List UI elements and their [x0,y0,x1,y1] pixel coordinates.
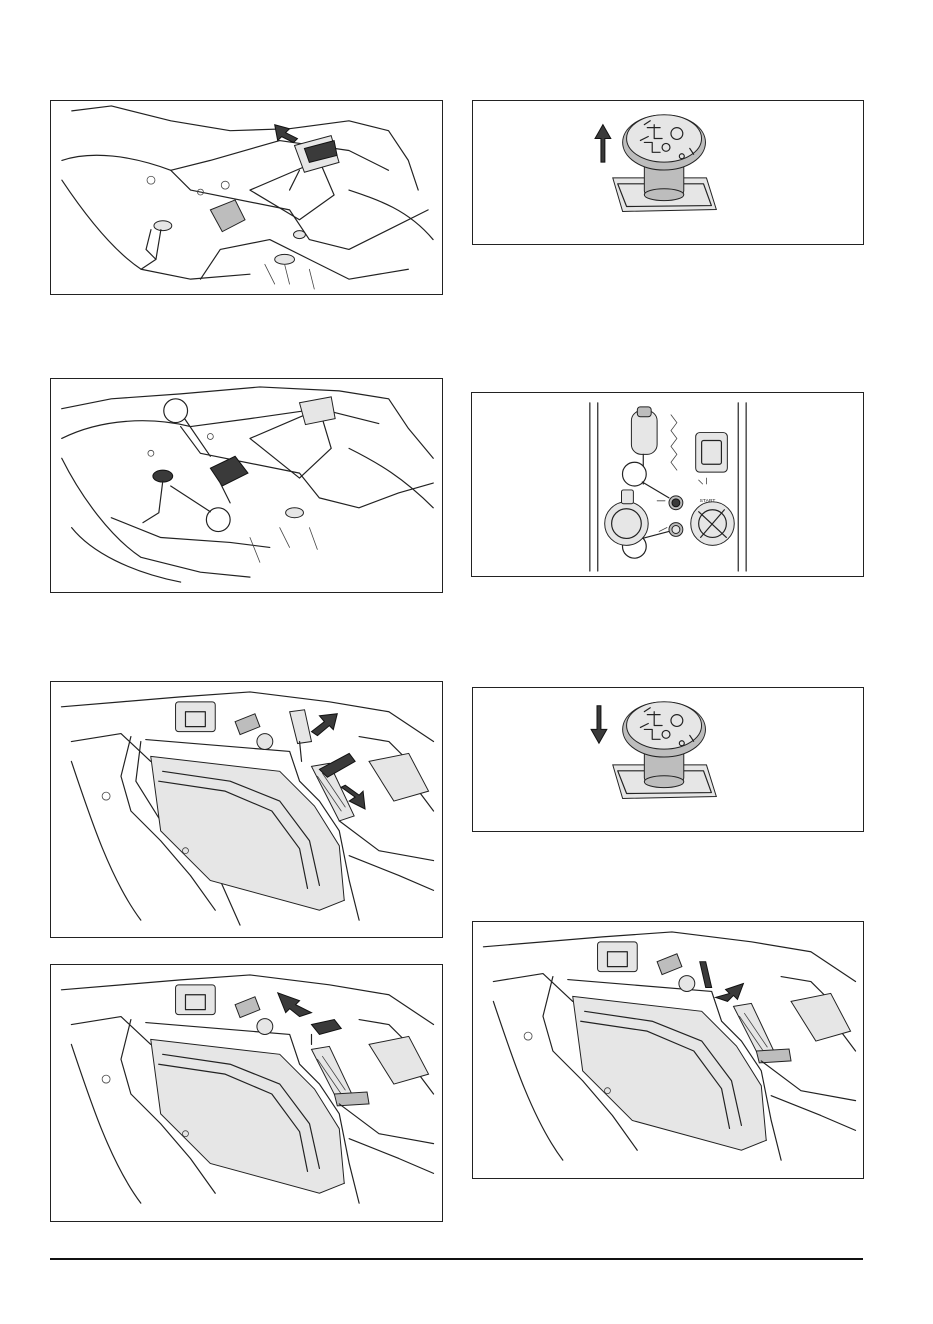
lever-console-illustration-1 [51,682,442,937]
pto-knob-push-illustration [473,688,863,831]
figure-pto-knob-push [472,687,864,832]
figure-lever-forward [50,964,443,1222]
throttle-slider-icon [631,411,657,455]
lever-console-illustration-3 [473,922,863,1178]
switch-icon [696,433,728,473]
figure-pto-knob-pull [472,100,864,245]
figure-seat-levers-callouts [50,378,443,593]
figure-dashboard-lamps: START [471,392,864,577]
seat-cover-illustration [51,101,442,294]
pto-knob-pull-illustration [473,101,863,244]
start-label: START [700,498,716,504]
figure-lever-back [472,921,864,1179]
lever-handle-icon [311,1020,341,1035]
direction-arrow-icon [275,125,298,143]
figure-seat-cover-remove [50,100,443,295]
direction-arrow-icon [595,125,611,162]
lever-console-illustration-2 [51,965,442,1221]
lever-handle-icon [210,456,248,486]
figure-lever-move-both [50,681,443,938]
callout-circle-1 [164,399,188,423]
direction-arrow-icon [278,993,312,1017]
direction-arrow-icon [716,984,744,1002]
lever-handle-icon [700,962,712,988]
direction-arrow-icon [591,706,607,743]
direction-arrow-icon [311,714,337,736]
dashboard-illustration: START [472,393,863,576]
footer-rule [50,1258,863,1260]
seat-levers-illustration [51,379,442,592]
